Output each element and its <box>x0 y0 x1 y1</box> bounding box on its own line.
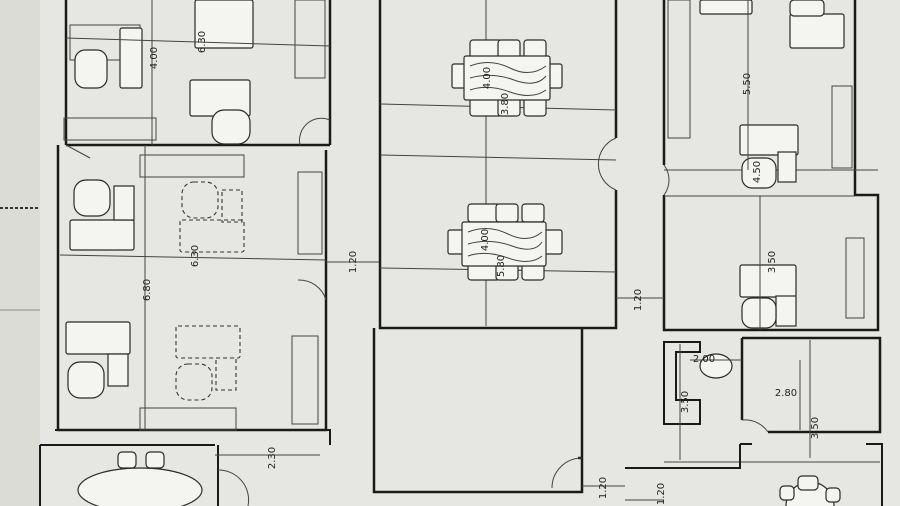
right-dimension-lines <box>582 0 761 501</box>
dim-label: 1.20 <box>633 289 644 311</box>
dim-label: 2.30 <box>267 447 278 469</box>
dim-label: 1.20 <box>656 483 667 505</box>
dim-label: 6.30 <box>190 245 201 267</box>
dim-label: 3.50 <box>767 251 778 273</box>
dim-label: 6.30 <box>197 31 208 53</box>
dim-label: 1.20 <box>348 251 359 273</box>
dim-label: 5.80 <box>496 255 507 277</box>
right-office-block <box>625 0 883 506</box>
left-furniture <box>65 0 254 506</box>
left-office-block <box>39 0 332 506</box>
dim-label: 4.00 <box>482 67 493 89</box>
dim-label: 3.80 <box>500 93 511 115</box>
dim-label: 4.00 <box>149 47 160 69</box>
dim-label: 4.50 <box>752 161 763 183</box>
dim-label: 2.80 <box>775 388 797 399</box>
center-conference-block <box>372 0 618 494</box>
dim-label: 5.50 <box>742 73 753 95</box>
dim-label: 3.50 <box>810 417 821 439</box>
dim-label: 2.00 <box>693 354 715 365</box>
left-dimension-lines <box>59 0 380 456</box>
paper-edge <box>0 0 40 506</box>
dim-label: 6.80 <box>142 279 153 301</box>
dim-label: 1.20 <box>598 477 609 499</box>
dim-label: 3.50 <box>680 391 691 413</box>
dim-label: 4.00 <box>480 229 491 251</box>
dimension-labels: 4.00 6.30 6.80 6.30 2.30 1.20 4.00 3.80 … <box>142 31 821 505</box>
